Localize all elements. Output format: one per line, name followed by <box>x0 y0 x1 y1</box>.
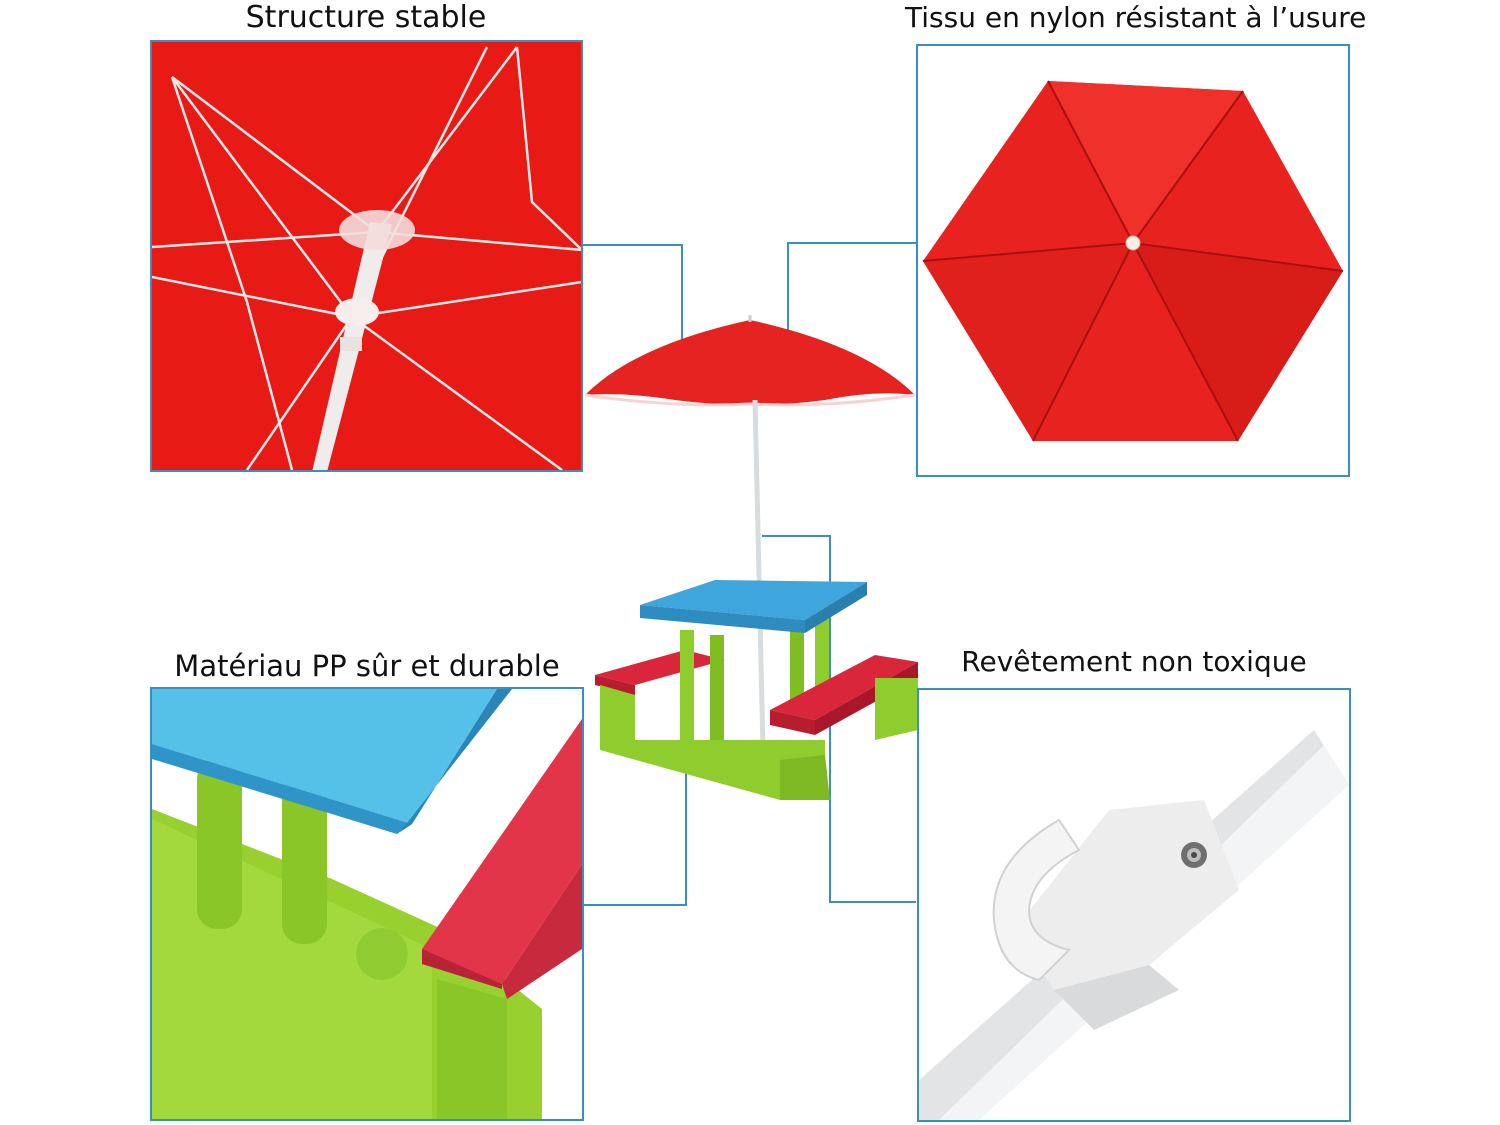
product-picnic-table <box>575 300 925 810</box>
panel-material <box>150 687 584 1121</box>
panel-fabric <box>916 44 1350 477</box>
umbrella-ribs-icon <box>152 42 581 470</box>
panel-structure <box>150 40 583 472</box>
caption-fabric: Tissu en nylon résistant à l’usure <box>905 1 1367 34</box>
picnic-table-umbrella-icon <box>584 315 918 800</box>
table-bench-closeup-icon <box>152 689 582 1119</box>
caption-material: Matériau PP sûr et durable <box>174 649 560 683</box>
caption-structure: Structure stable <box>245 0 487 35</box>
umbrella-canopy-icon <box>918 46 1348 475</box>
panel-coating <box>917 688 1351 1122</box>
pole-clip-closeup-icon <box>919 690 1349 1120</box>
caption-coating: Revêtement non toxique <box>961 645 1307 678</box>
